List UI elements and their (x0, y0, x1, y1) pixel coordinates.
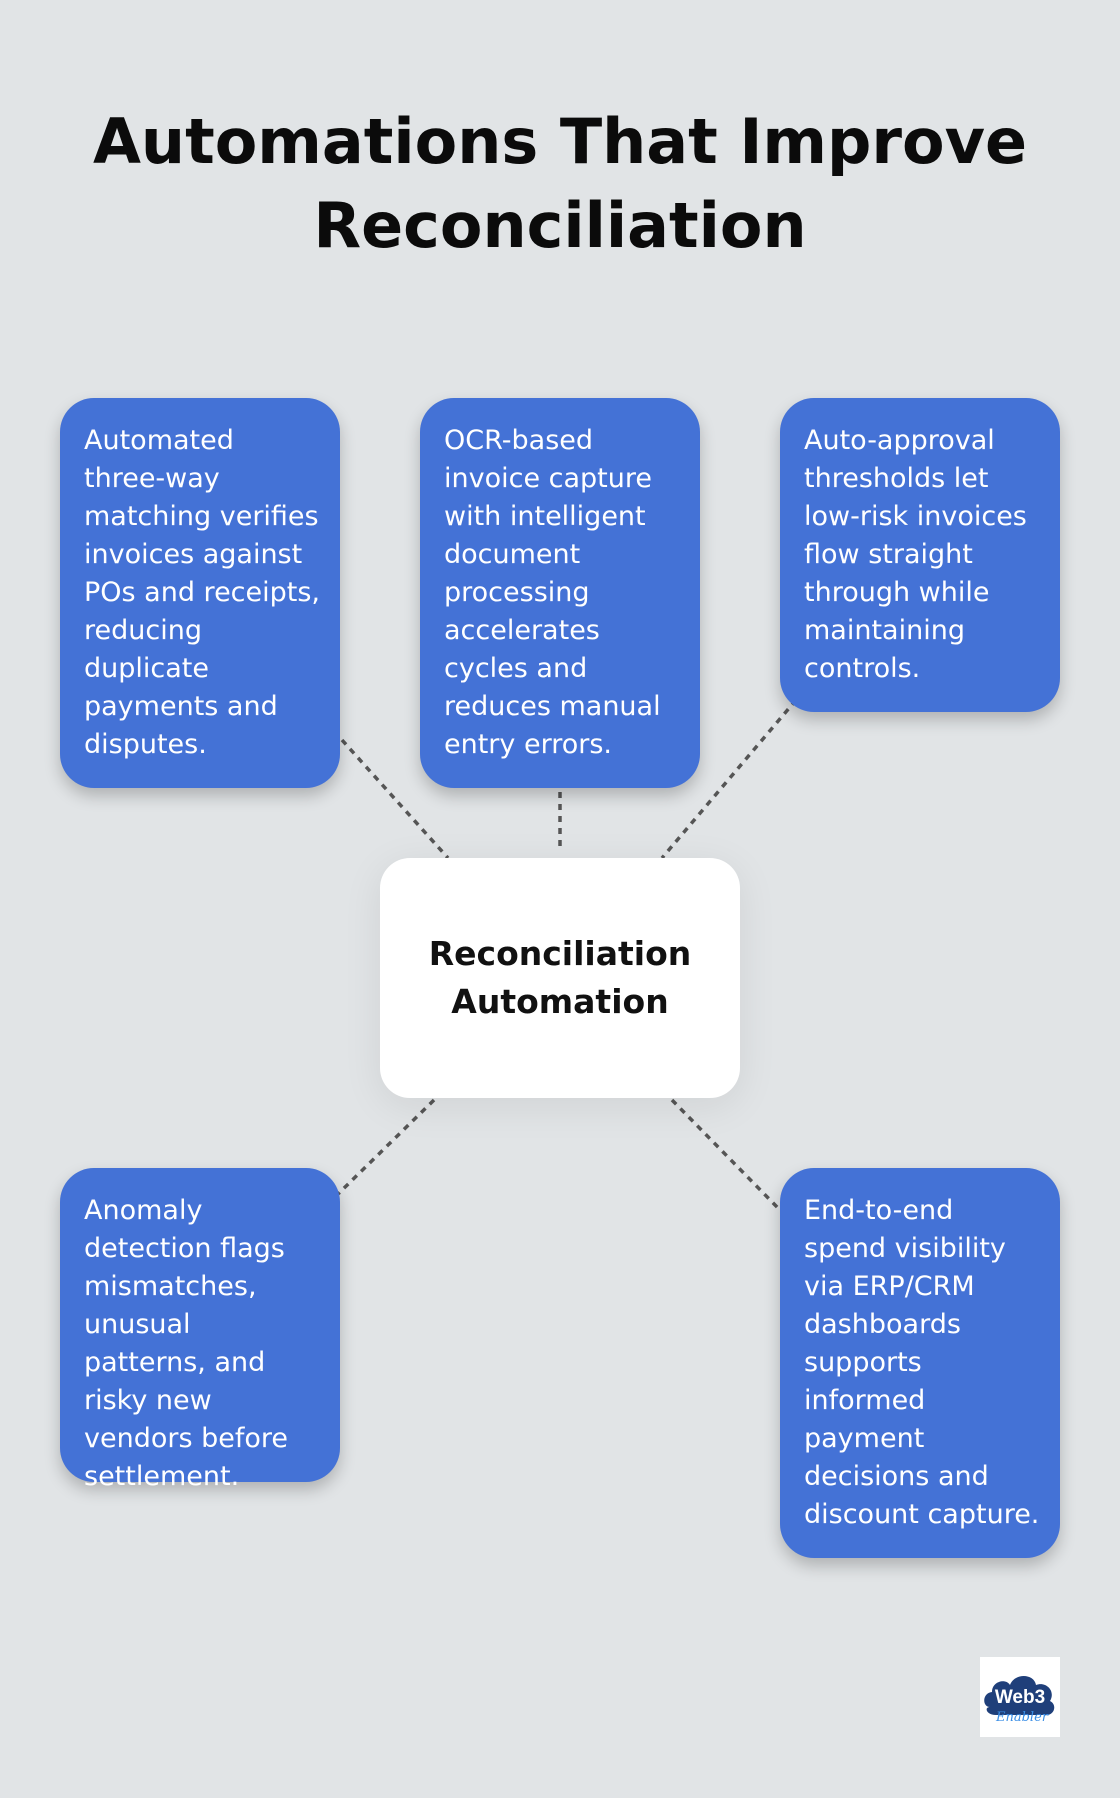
automation-card-ocr-capture: OCR-based invoice capture with intellige… (420, 398, 700, 788)
automation-card-three-way-matching: Automated three-way matching verifies in… (60, 398, 340, 788)
card-text: End-to-end spend visibility via ERP/CRM … (804, 1195, 1040, 1530)
connector-3 (660, 698, 798, 860)
cloud-logo-icon: Web3 Enabler (984, 1676, 1055, 1725)
connector-5 (670, 1098, 780, 1210)
card-text: OCR-based invoice capture with intellige… (444, 425, 661, 760)
automation-card-spend-visibility: End-to-end spend visibility via ERP/CRM … (780, 1168, 1060, 1558)
logo-script-text: Enabler (995, 1710, 1049, 1725)
card-text: Automated three-way matching verifies in… (84, 425, 321, 760)
automation-card-anomaly-detection: Anomaly detection flags mismatches, unus… (60, 1168, 340, 1492)
card-text: Auto-approval thresholds let low-risk in… (804, 425, 1027, 684)
card-text: Anomaly detection flags mismatches, unus… (84, 1195, 289, 1492)
brand-logo: Web3 Enabler (980, 1657, 1060, 1737)
automation-card-auto-approval: Auto-approval thresholds let low-risk in… (780, 398, 1060, 712)
connector-1 (340, 738, 450, 860)
page-title: Automations That Improve Reconciliation (92, 105, 1028, 262)
connector-4 (336, 1098, 436, 1196)
logo-main-text: Web3 (995, 1687, 1045, 1708)
center-label: Reconciliation Automation (428, 934, 692, 1021)
center-node: Reconciliation Automation (380, 858, 740, 1098)
